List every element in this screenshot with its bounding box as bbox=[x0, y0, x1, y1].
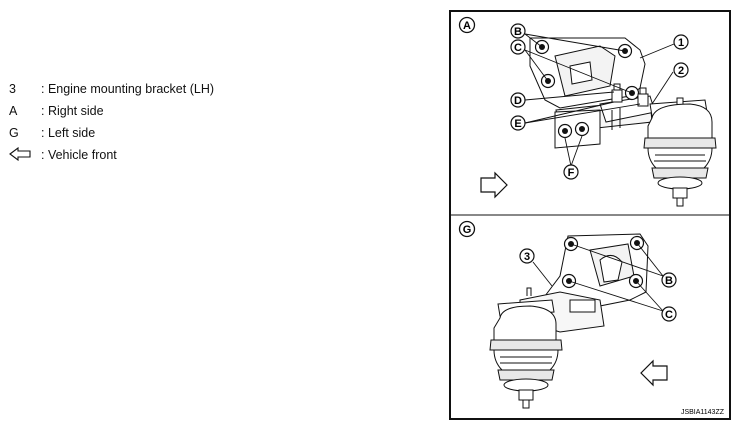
callout-f-text: F bbox=[568, 167, 575, 179]
view-label-a: A bbox=[458, 16, 476, 34]
callout-c-left-text: C bbox=[665, 309, 673, 321]
legend-row-vehicle-front: : Vehicle front bbox=[9, 144, 214, 166]
legend-text: : Left side bbox=[41, 126, 96, 140]
callout-c-left: C bbox=[661, 306, 677, 322]
engine-mount-insulator-lh bbox=[489, 299, 563, 409]
view-label-g-text: G bbox=[463, 224, 472, 236]
callout-d: D bbox=[510, 92, 526, 108]
bolt-f-2 bbox=[574, 121, 590, 137]
callout-1: 1 bbox=[673, 34, 689, 50]
arrow-right-outline-icon bbox=[480, 171, 508, 199]
callout-3-text: 3 bbox=[524, 251, 530, 263]
view-label-g: G bbox=[458, 220, 476, 238]
callout-3: 3 bbox=[519, 248, 535, 264]
panel-left-side: G bbox=[458, 220, 725, 416]
legend-key: A bbox=[9, 104, 18, 118]
arrow-left-outline-icon bbox=[640, 359, 668, 387]
leader-lines-left bbox=[532, 242, 664, 312]
legend-text: : Engine mounting bracket (LH) bbox=[41, 82, 215, 96]
callout-e: E bbox=[510, 115, 526, 131]
callout-d-text: D bbox=[514, 95, 522, 107]
leader-lines-right bbox=[524, 33, 675, 167]
callout-e-text: E bbox=[514, 118, 521, 130]
callout-c-right: C bbox=[510, 39, 526, 55]
view-label-a-text: A bbox=[463, 20, 471, 32]
legend-key: 3 bbox=[9, 82, 16, 96]
callout-2: 2 bbox=[673, 62, 689, 78]
legend-key: G bbox=[9, 126, 19, 140]
callout-2-text: 2 bbox=[678, 65, 684, 77]
callout-f: F bbox=[563, 164, 579, 180]
nut-e bbox=[637, 87, 649, 107]
callout-b-left-text: B bbox=[665, 275, 673, 287]
callout-b-left: B bbox=[661, 272, 677, 288]
legend-row-3: 3 : Engine mounting bracket (LH) bbox=[9, 78, 214, 100]
bolt-f-1 bbox=[557, 123, 573, 139]
bolt-b-1 bbox=[534, 39, 550, 55]
legend-row-g: G : Left side bbox=[9, 122, 214, 144]
callout-c-right-text: C bbox=[514, 42, 522, 54]
callout-b-right: B bbox=[510, 23, 526, 39]
figure-code: JSBIA1143ZZ bbox=[681, 409, 725, 416]
callout-b-right-text: B bbox=[514, 26, 522, 38]
legend-text: : Right side bbox=[41, 104, 104, 118]
legend: 3 : Engine mounting bracket (LH) A : Rig… bbox=[9, 78, 214, 166]
legend-row-a: A : Right side bbox=[9, 100, 214, 122]
engine-mount-insulator-rh bbox=[643, 97, 717, 207]
callout-1-text: 1 bbox=[678, 37, 684, 49]
arrow-left-outline-icon bbox=[9, 146, 41, 164]
panel-right-side: A bbox=[458, 16, 717, 207]
legend-text: : Vehicle front bbox=[41, 148, 117, 162]
